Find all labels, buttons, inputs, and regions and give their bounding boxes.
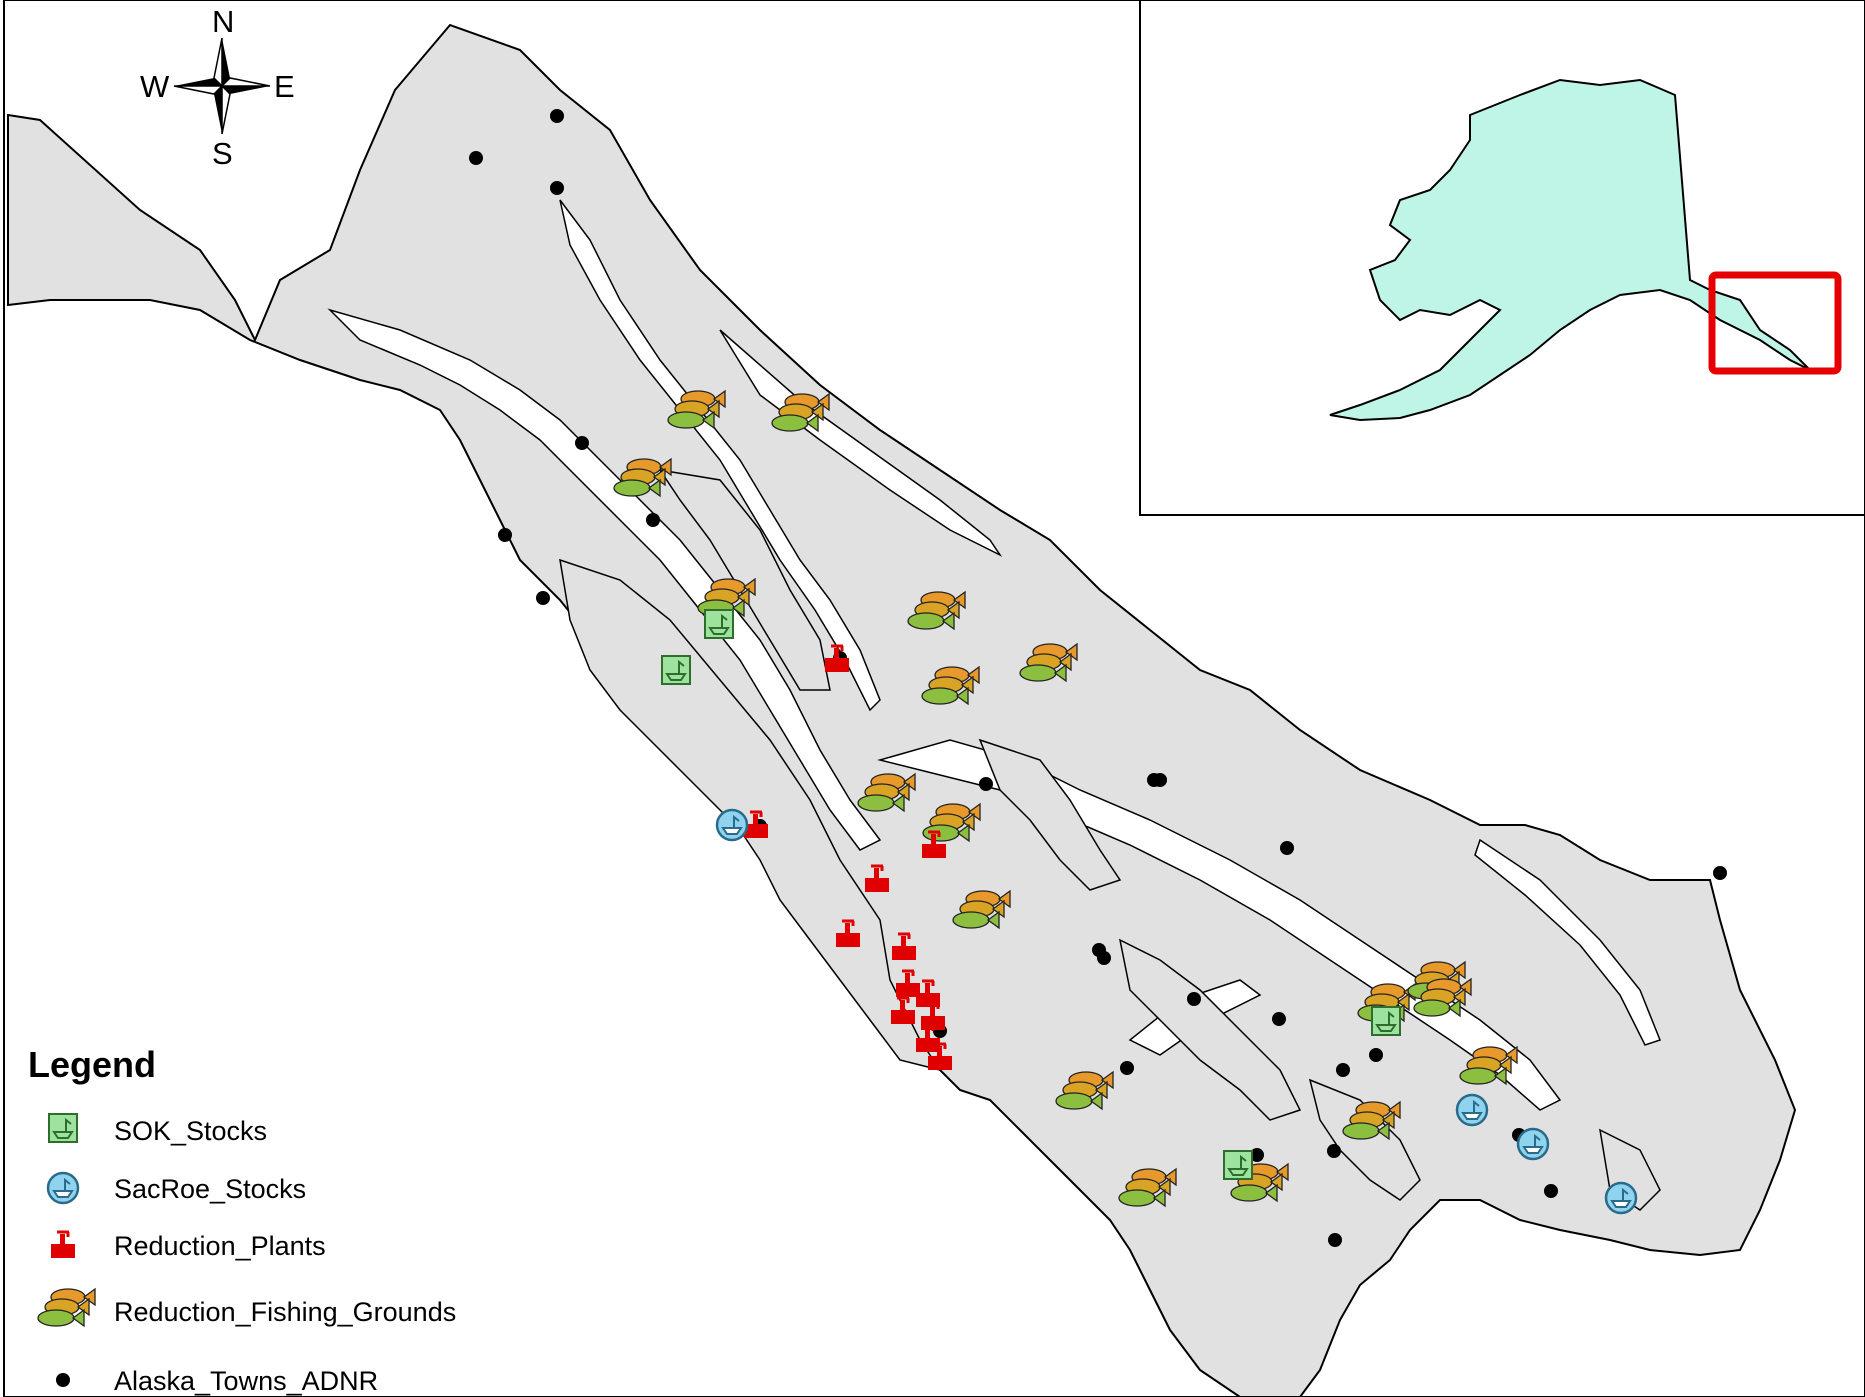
town-dot-icon — [646, 513, 660, 527]
sacroe-stock-icon — [715, 808, 749, 842]
compass-north-label: N — [212, 4, 234, 39]
legend: Legend SOK_Stocks SacRoe_Stocks Reductio… — [28, 1044, 456, 1396]
town-dot-icon — [1250, 1148, 1264, 1162]
sacroe-stock-icon — [46, 1171, 80, 1205]
town-dot-icon — [469, 151, 483, 165]
town-dot-icon — [979, 777, 993, 791]
town-dot-icon — [498, 528, 512, 542]
town-dot-icon — [1097, 951, 1111, 965]
town-dot-icon — [1328, 1233, 1342, 1247]
legend-title: Legend — [28, 1044, 156, 1085]
town-dot-icon — [1153, 773, 1167, 787]
town-dot-icon — [1327, 1144, 1341, 1158]
sacroe-stock-icon — [1604, 1181, 1638, 1215]
town-dot-icon — [550, 109, 564, 123]
town-dot-icon — [536, 591, 550, 605]
sacroe-stock-icon — [1455, 1093, 1489, 1127]
sok-stock-icon — [704, 609, 734, 639]
sok-stock-icon — [1371, 1006, 1401, 1036]
inset-alaska-land — [1329, 78, 1811, 422]
legend-item-sacroe-stocks: SacRoe_Stocks — [114, 1174, 306, 1204]
town-dot-icon — [1120, 1061, 1134, 1075]
sok-stock-icon — [661, 655, 691, 685]
compass-west-label: W — [140, 69, 170, 104]
town-dot-icon — [1280, 841, 1294, 855]
town-dot-icon — [575, 436, 589, 450]
town-dot-icon — [1713, 866, 1727, 880]
town-dot-icon — [1369, 1048, 1383, 1062]
sacroe-stock-icon — [1516, 1127, 1550, 1161]
compass-east-label: E — [274, 69, 295, 104]
sok-stock-icon — [1223, 1150, 1253, 1180]
legend-item-reduction-fishing-grounds: Reduction_Fishing_Grounds — [114, 1297, 456, 1327]
north-arrow-compass: N S E W — [140, 4, 295, 171]
town-dot-icon — [1187, 992, 1201, 1006]
town-dot-icon — [1272, 1012, 1286, 1026]
inset-study-area-highlight — [1708, 271, 1842, 375]
town-dot-icon — [1544, 1184, 1558, 1198]
town-dot-icon — [56, 1373, 70, 1387]
inset-map — [1139, 0, 1865, 516]
legend-item-reduction-plants: Reduction_Plants — [114, 1231, 326, 1261]
town-dot-icon — [550, 181, 564, 195]
sok-stock-icon — [48, 1113, 78, 1143]
town-dot-icon — [1336, 1063, 1350, 1077]
legend-item-sok-stocks: SOK_Stocks — [114, 1116, 267, 1146]
compass-south-label: S — [212, 136, 233, 171]
legend-item-alaska-towns: Alaska_Towns_ADNR — [114, 1366, 378, 1396]
